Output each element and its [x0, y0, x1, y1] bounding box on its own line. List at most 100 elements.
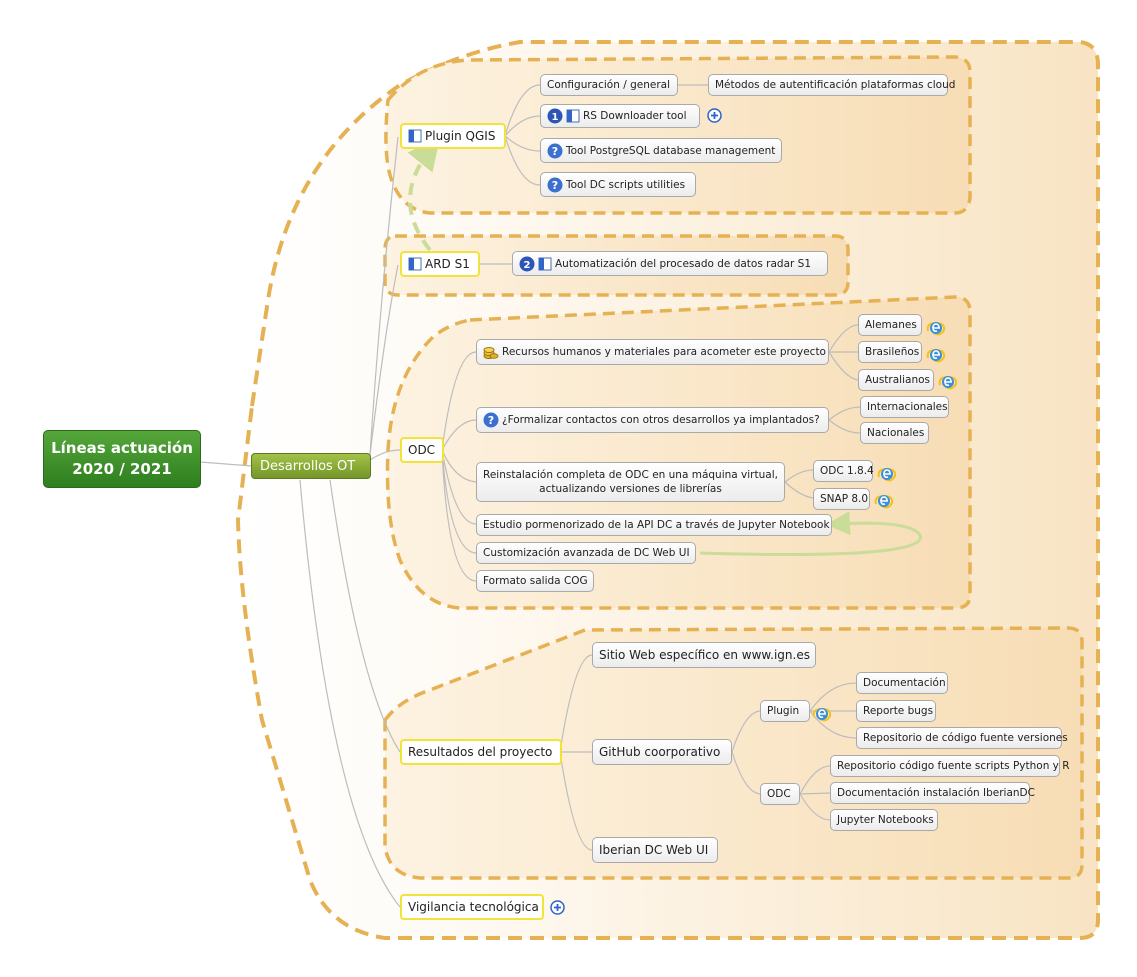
- subtopic-label: Métodos de autentificación plataformas c…: [715, 79, 956, 91]
- question-icon: ?: [547, 143, 563, 159]
- subtopic-label: ¿Formalizar contactos con otros desarrol…: [502, 414, 820, 426]
- subtopic-alemanes[interactable]: Alemanes: [858, 314, 922, 336]
- subtopic-snap-80[interactable]: SNAP 8.0: [813, 488, 870, 510]
- page-icon: [408, 257, 422, 271]
- subtopic-label: ODC 1.8.4: [820, 465, 874, 477]
- subtopic-plugin[interactable]: Plugin: [760, 700, 810, 722]
- priority-number: 2: [524, 260, 531, 271]
- subtopic-label: Sitio Web específico en www.ign.es: [599, 648, 810, 662]
- subtopic-label: Automatización del procesado de datos ra…: [555, 257, 812, 270]
- topic-vigilancia[interactable]: Vigilancia tecnológica: [400, 894, 544, 920]
- subtopic-label: Customización avanzada de DC Web UI: [483, 547, 690, 559]
- subtopic-documentacion-iberiandc[interactable]: Documentación instalación IberianDC: [830, 782, 1035, 804]
- subtopic-label: Configuración / general: [547, 79, 670, 91]
- topic-resultados[interactable]: Resultados del proyecto: [400, 739, 562, 765]
- topic-label: Vigilancia tecnológica: [408, 900, 539, 914]
- subtopic-label: Recursos humanos y materiales para acome…: [502, 346, 826, 358]
- coins-icon: [483, 344, 499, 360]
- topic-label: Resultados del proyecto: [408, 745, 553, 759]
- subtopic-automatizacion-radar[interactable]: 2 Automatización del procesado de datos …: [512, 251, 828, 276]
- subtopic-label: Formato salida COG: [483, 575, 588, 587]
- internet-explorer-icon[interactable]: [877, 463, 897, 487]
- topic-plugin-qgis[interactable]: Plugin QGIS: [400, 123, 506, 149]
- boundary-plugin-qgis: [384, 55, 972, 215]
- subtopic-rs-downloader[interactable]: 1 RS Downloader tool: [540, 104, 700, 128]
- subtopic-formato-cog[interactable]: Formato salida COG: [476, 570, 594, 592]
- svg-text:?: ?: [552, 145, 558, 158]
- subtopic-iberian-web-ui[interactable]: Iberian DC Web UI: [592, 837, 718, 863]
- subtopic-label: Repositorio de código fuente versiones: [863, 732, 1068, 744]
- subtopic-label: Jupyter Notebooks: [837, 814, 934, 826]
- subtopic-australianos[interactable]: Australianos: [858, 369, 934, 391]
- topic-ard-s1[interactable]: ARD S1: [400, 251, 480, 277]
- svg-text:?: ?: [488, 414, 494, 427]
- subtopic-customizacion[interactable]: Customización avanzada de DC Web UI: [476, 542, 696, 564]
- subtopic-label: Tool DC scripts utilities: [566, 178, 686, 191]
- svg-text:?: ?: [552, 179, 558, 192]
- subtopic-estudio-api[interactable]: Estudio pormenorizado de la API DC a tra…: [476, 514, 832, 536]
- internet-explorer-icon[interactable]: [926, 344, 946, 368]
- subtopic-reinstalacion[interactable]: Reinstalación completa de ODC en una máq…: [476, 462, 785, 502]
- subtopic-documentacion[interactable]: Documentación: [856, 672, 948, 694]
- subtopic-metodos-autentificacion[interactable]: Métodos de autentificación plataformas c…: [708, 74, 955, 96]
- subtopic-label: Australianos: [865, 374, 930, 386]
- relation-arrow-customizacion-to-estudio: [699, 511, 922, 556]
- priority-icon: 2: [519, 256, 535, 272]
- root-topic[interactable]: Líneas actuación 2020 / 2021: [43, 430, 201, 488]
- subtopic-label-line1: Reinstalación completa de ODC en una máq…: [483, 469, 778, 481]
- subtopic-sitio-web[interactable]: Sitio Web específico en www.ign.es: [592, 642, 816, 668]
- subtopic-label: Internacionales: [867, 401, 948, 413]
- priority-number: 1: [552, 112, 559, 123]
- root-topic-line1: Líneas actuación: [51, 439, 193, 457]
- internet-explorer-icon[interactable]: [938, 371, 958, 395]
- topic-label: Plugin QGIS: [425, 129, 496, 143]
- subtopic-nacionales[interactable]: Nacionales: [860, 422, 929, 444]
- subtopic-label: RS Downloader tool: [583, 110, 687, 122]
- internet-explorer-icon[interactable]: [812, 703, 832, 727]
- subtopic-repositorio-versiones[interactable]: Repositorio de código fuente versiones: [856, 727, 1068, 749]
- subtopic-label: Estudio pormenorizado de la API DC a tra…: [483, 519, 830, 531]
- subtopic-label: Documentación: [863, 677, 946, 689]
- subtopic-postgresql[interactable]: ? Tool PostgreSQL database management: [540, 138, 782, 163]
- subtopic-label: Tool PostgreSQL database management: [566, 144, 776, 157]
- subtopic-label: Alemanes: [865, 319, 917, 331]
- subtopic-reporte-bugs[interactable]: Reporte bugs: [856, 700, 936, 722]
- page-icon: [566, 109, 580, 123]
- subtopic-jupyter-notebooks[interactable]: Jupyter Notebooks: [830, 809, 938, 831]
- question-icon: ?: [547, 177, 563, 193]
- subtopic-github[interactable]: GitHub coorporativo: [592, 739, 732, 765]
- subtopic-odc-resultados[interactable]: ODC: [760, 783, 800, 805]
- subtopic-label: Repositorio código fuente scripts Python…: [837, 760, 1070, 772]
- root-topic-line2: 2020 / 2021: [72, 460, 172, 478]
- page-icon: [408, 129, 422, 143]
- subtopic-label: Iberian DC Web UI: [599, 843, 709, 857]
- subtopic-configuracion[interactable]: Configuración / general: [540, 74, 678, 96]
- subtopic-label: GitHub coorporativo: [599, 745, 721, 759]
- subtopic-label: ODC: [767, 788, 791, 800]
- subtopic-label: Reporte bugs: [863, 705, 934, 717]
- subtopic-label: Nacionales: [867, 427, 925, 439]
- subtopic-internacionales[interactable]: Internacionales: [860, 396, 949, 418]
- subtopic-formalizar[interactable]: ? ¿Formalizar contactos con otros desarr…: [476, 407, 829, 433]
- subtopic-label-line2: actualizando versiones de librerías: [539, 483, 722, 495]
- expand-plus-icon[interactable]: [707, 108, 722, 127]
- topic-label: ODC: [408, 443, 436, 457]
- subtopic-recursos[interactable]: Recursos humanos y materiales para acome…: [476, 339, 829, 365]
- subtopic-dc-scripts[interactable]: ? Tool DC scripts utilities: [540, 172, 696, 197]
- subtopic-brasilenos[interactable]: Brasileños: [858, 341, 922, 363]
- question-icon: ?: [483, 412, 499, 428]
- topic-odc[interactable]: ODC: [400, 437, 444, 463]
- subtopic-label: Documentación instalación IberianDC: [837, 787, 1035, 799]
- topic-label: ARD S1: [425, 257, 470, 271]
- internet-explorer-icon[interactable]: [874, 490, 894, 514]
- priority-icon: 1: [547, 108, 563, 124]
- expand-plus-icon[interactable]: [550, 900, 565, 919]
- main-topic-desarrollos-ot[interactable]: Desarrollos OT: [251, 453, 371, 479]
- main-topic-label: Desarrollos OT: [260, 458, 356, 474]
- subtopic-label: Brasileños: [865, 346, 920, 358]
- subtopic-label: SNAP 8.0: [820, 493, 869, 505]
- subtopic-odc-184[interactable]: ODC 1.8.4: [813, 460, 874, 482]
- internet-explorer-icon[interactable]: [926, 317, 946, 341]
- page-icon: [538, 257, 552, 271]
- subtopic-repositorio-scripts[interactable]: Repositorio código fuente scripts Python…: [830, 755, 1070, 777]
